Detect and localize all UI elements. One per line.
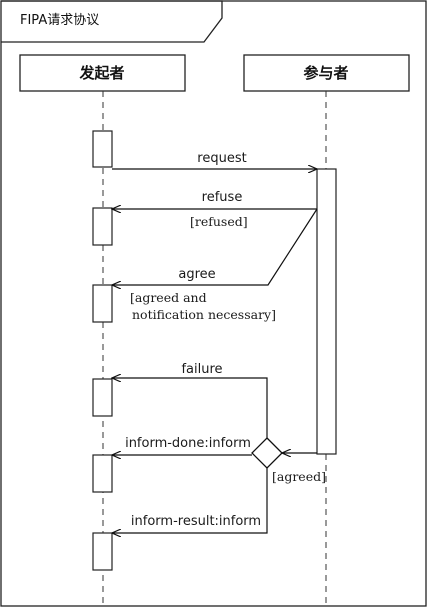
refused-guard: [refused]: [190, 214, 248, 229]
initiator-activation-1: [92, 130, 113, 168]
initiator-label: 发起者: [78, 64, 124, 82]
failure-arrow: [112, 378, 268, 438]
inform-done-label: inform-done:inform: [125, 436, 251, 451]
frame-title: FIPA请求协议: [20, 13, 99, 28]
initiator-head: [19, 54, 186, 92]
initiator-activation-3: [92, 284, 113, 323]
initiator-activation-5: [92, 454, 113, 493]
participant-activation: [316, 168, 337, 455]
initiator-activation-6: [92, 532, 113, 571]
agreed-guard: [agreed]: [272, 469, 326, 484]
decision-diamond: [251, 437, 283, 469]
refuse-label: refuse: [202, 190, 243, 205]
initiator-activation-2: [92, 207, 113, 246]
agreed-notify-guard-line2: notification necessary]: [132, 307, 276, 322]
agree-label: agree: [178, 267, 215, 282]
participant-head: [243, 54, 410, 92]
initiator-activation-4: [92, 378, 113, 417]
agree-arrow: [112, 208, 318, 285]
failure-label: failure: [181, 362, 222, 377]
inform-result-label: inform-result:inform: [131, 514, 261, 529]
inform-result-arrow: [112, 468, 268, 533]
participant-label: 参与者: [303, 64, 348, 82]
request-label: request: [197, 151, 246, 166]
frame-title-tab: [1, 0, 223, 43]
agreed-notify-guard-line1: [agreed and: [130, 290, 207, 305]
